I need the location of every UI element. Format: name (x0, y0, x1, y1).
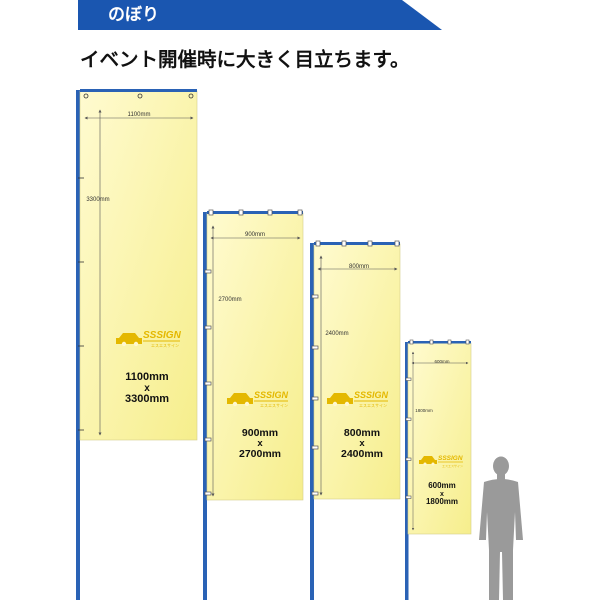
banner-800x2400: 800mm 2400mm SSSIGN エスエスサイン 800mm x 2400… (310, 240, 401, 600)
car-wheel (332, 401, 338, 407)
banner-900x2700: 900mm 2700mm SSSIGN エスエスサイン 900mm x 2700… (203, 209, 304, 600)
brand-logo: SSSIGN エスエスサイン (116, 330, 182, 348)
banner-cloth (79, 90, 198, 441)
car-wheel (344, 401, 350, 407)
person-silhouette-icon (479, 456, 523, 600)
height-label: 1800mm (415, 408, 433, 413)
page-headline: イベント開催時に大きく目立ちます。 (80, 48, 410, 71)
top-bar (80, 89, 197, 92)
side-rings (204, 269, 212, 496)
brand-logo: SSSIGN エスエスサイン (227, 390, 289, 408)
top-bar (314, 242, 400, 245)
hooks (409, 339, 470, 345)
car-wheel (232, 401, 238, 407)
pole (310, 243, 314, 600)
size-x: x (359, 438, 365, 449)
banner-cloth (313, 243, 401, 500)
height-label: 2400mm (325, 331, 348, 337)
size-x: x (144, 383, 150, 394)
car-icon (419, 456, 437, 464)
size-x: x (257, 438, 263, 449)
header-title: のぼり (108, 5, 159, 25)
side-rings (405, 377, 412, 499)
pole (203, 212, 207, 600)
size-line-2: 2700mm (239, 448, 281, 460)
banner-600x1800: 600mm 1800mm SSSIGN エスエスサイン 600mm x 1800… (405, 339, 472, 600)
size-line-1: 900mm (242, 427, 278, 439)
height-label: 3300mm (86, 197, 109, 203)
size-line-1: 800mm (344, 427, 380, 439)
brand-logo: SSSIGN エスエスサイン (327, 390, 389, 408)
width-label: 600mm (434, 359, 449, 364)
hooks (83, 93, 194, 99)
car-wheel (423, 462, 427, 466)
logo-subtext: エスエスサイン (442, 463, 463, 468)
banner-size-comparison: 1100mm 3300mm SSSIGN エスエスサイン 1100mm x 33… (76, 89, 523, 600)
hooks (208, 209, 303, 216)
brand-logo: SSSIGN エスエスサイン (419, 455, 463, 468)
car-wheel (121, 341, 127, 347)
car-wheel (133, 341, 139, 347)
top-bar (408, 341, 471, 344)
size-line-2: 2400mm (341, 448, 383, 460)
banner-cloth (407, 342, 472, 535)
logo-subtext: エスエスサイン (151, 343, 179, 348)
header-band (78, 0, 442, 30)
car-wheel (244, 401, 250, 407)
width-label: 900mm (245, 232, 265, 238)
logo-text: SSSIGN (438, 455, 463, 462)
header-band-shape (78, 0, 442, 30)
size-line-1: 600mm (428, 481, 456, 490)
pole (76, 90, 80, 600)
top-bar (207, 211, 303, 214)
width-label: 800mm (349, 264, 369, 270)
pole (405, 342, 409, 600)
width-label: 1100mm (128, 112, 151, 118)
car-wheel (431, 462, 435, 466)
logo-text: SSSIGN (254, 390, 289, 400)
size-line-2: 3300mm (125, 393, 169, 405)
side-rings (311, 294, 319, 496)
car-icon (227, 393, 253, 404)
hooks (315, 240, 400, 247)
logo-text: SSSIGN (143, 330, 182, 341)
side-rings (78, 177, 84, 431)
size-line-1: 1100mm (125, 371, 169, 383)
car-icon (116, 333, 142, 344)
height-label: 2700mm (218, 297, 241, 303)
size-line-2: 1800mm (426, 497, 458, 506)
car-icon (327, 393, 353, 404)
logo-subtext: エスエスサイン (359, 403, 387, 408)
logo-subtext: エスエスサイン (260, 403, 288, 408)
banner-1100x3300: 1100mm 3300mm SSSIGN エスエスサイン 1100mm x 33… (76, 89, 198, 600)
logo-text: SSSIGN (354, 390, 389, 400)
size-x: x (440, 491, 444, 498)
